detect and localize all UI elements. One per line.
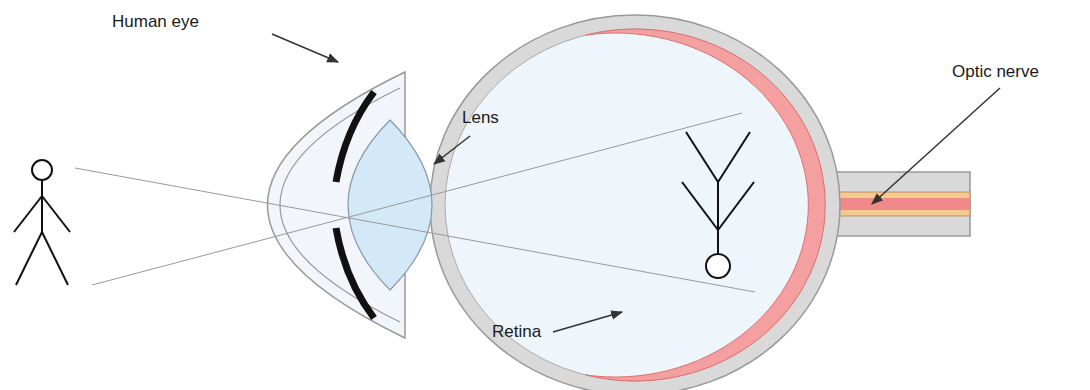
part-label: Retina	[492, 322, 541, 342]
inverted-image	[682, 132, 754, 278]
retina	[586, 29, 825, 381]
lens	[348, 120, 432, 290]
stick-figure	[14, 160, 70, 285]
part-label: Human eye	[112, 12, 199, 32]
light-ray	[92, 113, 742, 285]
leader-arrow	[272, 34, 338, 62]
light-ray	[75, 168, 755, 292]
leader-arrow	[553, 312, 622, 332]
leader-arrow	[872, 88, 1000, 204]
vitreous	[445, 29, 825, 381]
part-label: Lens	[462, 108, 499, 128]
leader-arrow	[434, 136, 470, 164]
part-label: Optic nerve	[952, 62, 1039, 82]
sclera	[430, 15, 840, 390]
